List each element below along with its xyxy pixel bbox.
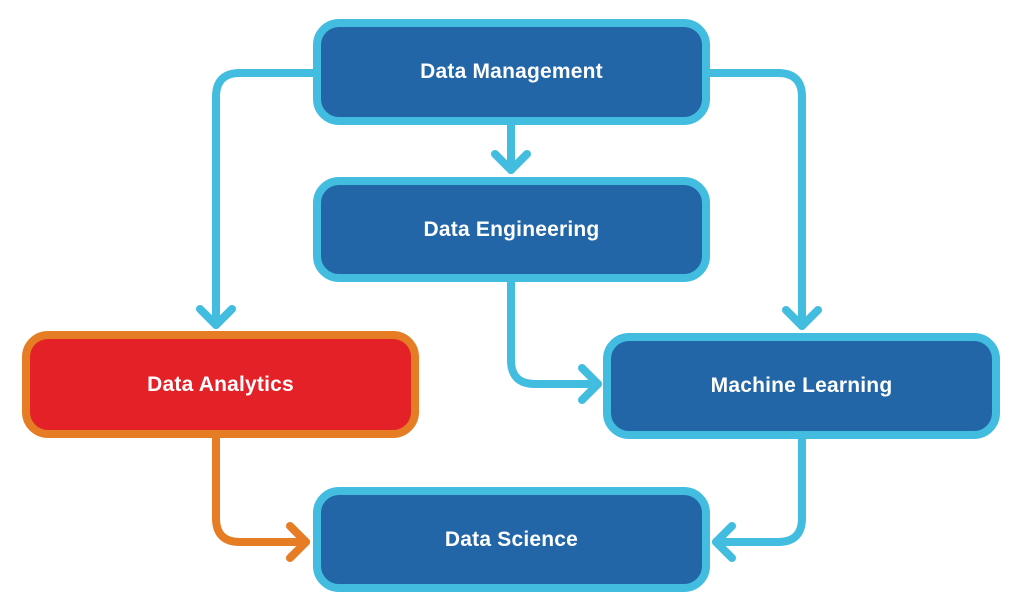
node-label: Data Engineering (423, 217, 600, 241)
arrowhead-science-left (286, 522, 310, 562)
arrowhead-ml-top (782, 306, 822, 330)
arrowhead-ml-left (578, 364, 602, 404)
node-data-engineering: Data Engineering (313, 177, 710, 282)
arrowhead-analytics (196, 305, 236, 329)
node-data-analytics: Data Analytics (22, 331, 419, 438)
arrowhead-science-right (712, 522, 736, 562)
node-data-science: Data Science (313, 487, 710, 592)
node-label: Data Analytics (147, 372, 294, 396)
node-data-management: Data Management (313, 19, 710, 125)
edge-engineering-to-ml (507, 278, 602, 388)
edge-analytics-to-science (212, 434, 310, 546)
node-label: Data Science (444, 527, 579, 551)
node-machine-learning: Machine Learning (603, 333, 1000, 439)
edge-management-to-analytics (212, 69, 317, 329)
edge-management-to-ml (706, 69, 806, 330)
arrowhead-engineering (491, 150, 531, 174)
edge-ml-to-science (712, 435, 806, 546)
node-label: Data Management (420, 60, 603, 83)
node-label: Machine Learning (710, 374, 893, 397)
